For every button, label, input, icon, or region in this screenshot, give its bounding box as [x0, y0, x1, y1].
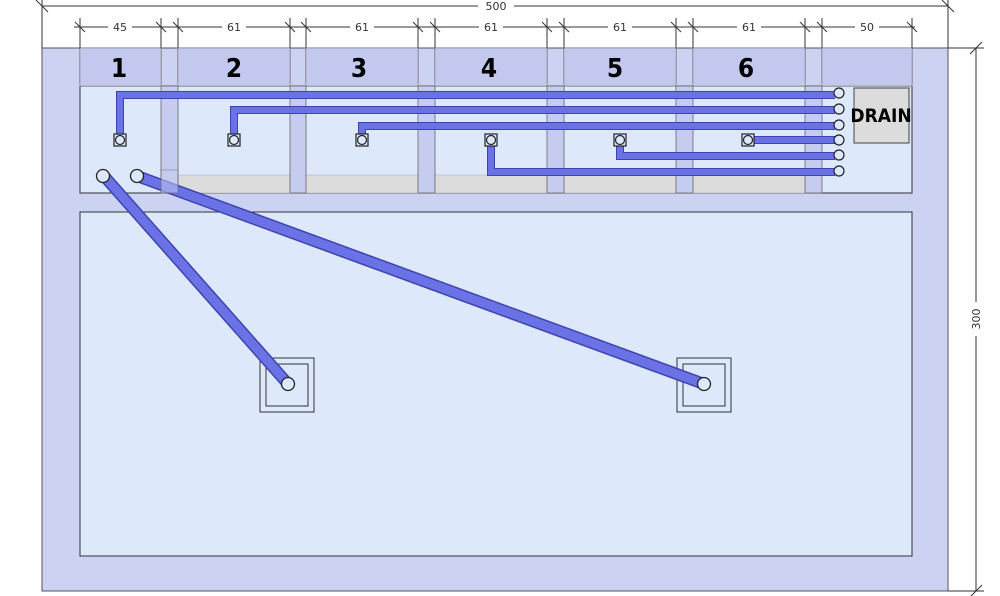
- floor-drain-right: [676, 357, 732, 413]
- outlet-circles: [833, 87, 845, 177]
- floor-pipes: [98, 170, 710, 390]
- bay-width-6: 61: [742, 21, 756, 34]
- drain-label: DRAIN: [850, 105, 911, 127]
- bay-number-1: 1: [111, 54, 127, 84]
- bay-number-4: 4: [481, 54, 497, 84]
- bay-headers: [79, 47, 913, 87]
- bay-number-6: 6: [738, 54, 754, 84]
- bay-width-7: 50: [860, 21, 874, 34]
- bay-width-2: 61: [227, 21, 241, 34]
- overall-height-label: 300: [970, 309, 983, 330]
- pipe-end-circles: [95, 168, 712, 392]
- bay-width-5: 61: [613, 21, 627, 34]
- bay-width-3: 61: [355, 21, 369, 34]
- bay-width-1: 45: [113, 21, 127, 34]
- bay-number-2: 2: [226, 54, 242, 84]
- inlet-markers: [113, 133, 755, 147]
- drain-box: [853, 87, 910, 144]
- bay-width-4: 61: [484, 21, 498, 34]
- bay-number-3: 3: [351, 54, 367, 84]
- bay-gutters: [177, 174, 806, 194]
- floor-area: [79, 211, 913, 557]
- bay-number-5: 5: [607, 54, 623, 84]
- floor-drain-left: [259, 357, 315, 413]
- overall-width-label: 500: [486, 0, 507, 13]
